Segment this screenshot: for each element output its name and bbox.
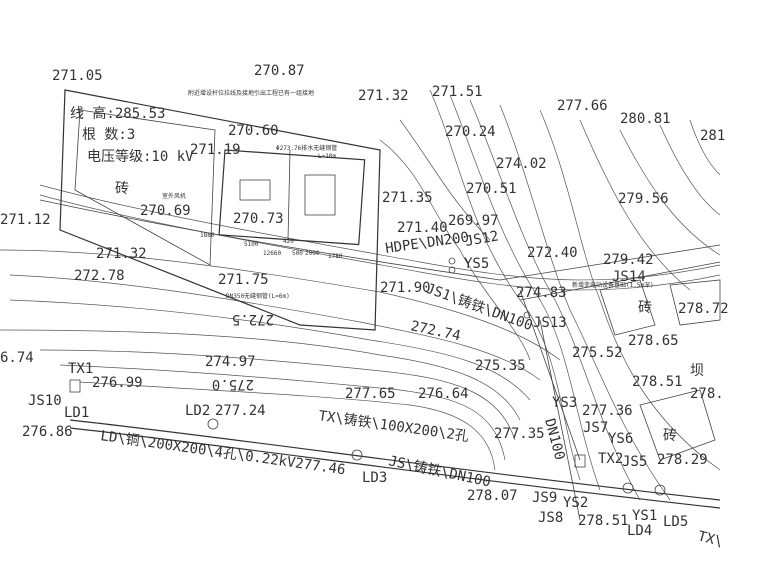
manholes <box>69 257 721 496</box>
line-height-text: 线 高:285.53 <box>70 105 165 122</box>
tx-end-label: TX\ <box>696 528 725 550</box>
elevation: 275.52 <box>572 345 623 361</box>
elevation: 278.51 <box>632 374 683 390</box>
dimension: 500 <box>292 250 303 257</box>
dn100-vertical-label: DN100 <box>541 417 567 462</box>
tx1-label: TX1 <box>68 361 93 377</box>
elevation: 271.12 <box>0 212 51 228</box>
dimension: 12660 <box>263 250 281 257</box>
elevation: 278.29 <box>657 452 708 468</box>
note: 室外风机 <box>162 192 186 200</box>
ld4-label: LD4 <box>627 523 652 539</box>
notes: 附近增设杆位拉线及接地引出工程已有一组接地 室外风机 DN350无缝钢管(L=6… <box>162 89 654 300</box>
elevation: 272.40 <box>527 245 578 261</box>
ys3-label: YS3 <box>552 395 577 411</box>
elevation: 274.02 <box>496 156 547 172</box>
elevation: 277.24 <box>215 403 266 419</box>
js8-label: JS8 <box>538 510 563 526</box>
elevation: 280.81 <box>620 111 671 127</box>
elevation: 276.99 <box>92 375 143 391</box>
elevation: 278.07 <box>467 488 518 504</box>
ld2-label: LD2 <box>185 403 210 419</box>
count-text: 根 数:3 <box>82 127 135 143</box>
brick-label: 砖 <box>663 428 677 444</box>
ld5-label: LD5 <box>663 514 688 530</box>
elevation: 272.74 <box>409 318 462 344</box>
js10-label: JS10 <box>28 393 62 409</box>
elevation: 271.19 <box>190 142 241 158</box>
pipe-length-label: L=10m <box>318 153 336 160</box>
ys5-label: YS5 <box>464 256 489 272</box>
js5-label: JS5 <box>622 454 647 470</box>
tx2-label: TX2 <box>598 451 623 467</box>
tower-info: 线 高:285.53 根 数:3 电压等级:10 kV 砖 <box>70 105 194 197</box>
note: Φ273.76排水无缝钢管 <box>276 144 337 152</box>
js14-label: JS14 <box>612 269 646 285</box>
elevation: 279.42 <box>603 252 654 268</box>
elevation: 277.35 <box>494 426 545 442</box>
dimensions: 1880 5100 420 12660 2000 1780 500 <box>200 232 343 260</box>
substation-yard <box>59 89 381 331</box>
elevation: 270.87 <box>254 63 305 79</box>
dimension: 1880 <box>200 232 215 239</box>
ys2-label: YS2 <box>563 495 588 511</box>
elevation: 272.5 <box>232 311 274 327</box>
note: 新增变电站设备基础(1.5m深) <box>572 281 654 289</box>
dam-label: 坝 <box>690 363 704 379</box>
elevation: 278.72 <box>678 301 729 317</box>
elevation: 277.65 <box>345 386 396 402</box>
elevation: 271.90 <box>380 280 431 296</box>
elevation: 271.51 <box>432 84 483 100</box>
elevation: 270.69 <box>140 203 191 219</box>
elevation: 270.73 <box>233 211 284 227</box>
js9-label: JS9 <box>532 490 557 506</box>
elevation-labels: 271.05 270.87 271.32 271.51 277.66 280.8… <box>0 63 729 529</box>
elevation: 271.35 <box>382 190 433 206</box>
dimension: 2000 <box>305 250 320 257</box>
contour-lines <box>0 89 721 501</box>
brick-label: 砖 <box>115 181 129 197</box>
ld-cable-label: LD\铜\200X200\4孔\0.22kV277.46 <box>99 428 346 478</box>
elevation: 277.66 <box>557 98 608 114</box>
elevation: 278. <box>690 386 724 402</box>
elevation: 274.83 <box>516 285 567 301</box>
brick-label: 砖 <box>638 300 652 316</box>
ld3-label: LD3 <box>362 470 387 486</box>
dimension: 420 <box>283 238 294 245</box>
elevation: 276.86 <box>22 424 73 440</box>
js12-label: JS12 <box>464 228 500 250</box>
elevation: 6.74 <box>0 350 34 366</box>
voltage-text: 电压等级:10 kV <box>87 148 194 165</box>
elevation: 271.05 <box>52 68 103 84</box>
elevation: 278.51 <box>578 513 629 529</box>
elevation: 270.51 <box>466 181 517 197</box>
note: 附近增设杆位拉线及接地引出工程已有一组接地 <box>188 89 314 97</box>
dimension: 1780 <box>328 253 343 260</box>
elevation: 277.36 <box>582 403 633 419</box>
elevation: 278.65 <box>628 333 679 349</box>
elevation: 276.64 <box>418 386 469 402</box>
ys6-label: YS6 <box>608 431 633 447</box>
js13-label: JS13 <box>533 315 567 331</box>
ys1-label: YS1 <box>632 508 657 524</box>
elevation: 279.56 <box>618 191 669 207</box>
note: DN350无缝钢管(L=6m) <box>226 292 290 300</box>
elevation: 271.75 <box>218 272 269 288</box>
ld1-label: LD1 <box>64 405 89 421</box>
elevation: 271.32 <box>96 246 147 262</box>
elevation: 274.97 <box>205 354 256 370</box>
elevation: 271.40 <box>397 220 448 236</box>
elevation: 272.78 <box>74 268 125 284</box>
elevation: 270.60 <box>228 123 279 139</box>
elevation: 270.24 <box>445 124 496 140</box>
js-pipe-label: JS\铸铁\DN100 <box>387 453 492 490</box>
elevation: 275.0 <box>212 376 254 392</box>
js7-label: JS7 <box>583 420 608 436</box>
elevation: 271.32 <box>358 88 409 104</box>
elevation: 281 <box>700 128 725 144</box>
elevation: 275.35 <box>475 358 526 374</box>
dimension: 5100 <box>244 241 259 248</box>
elevation: 269.97 <box>448 213 499 229</box>
